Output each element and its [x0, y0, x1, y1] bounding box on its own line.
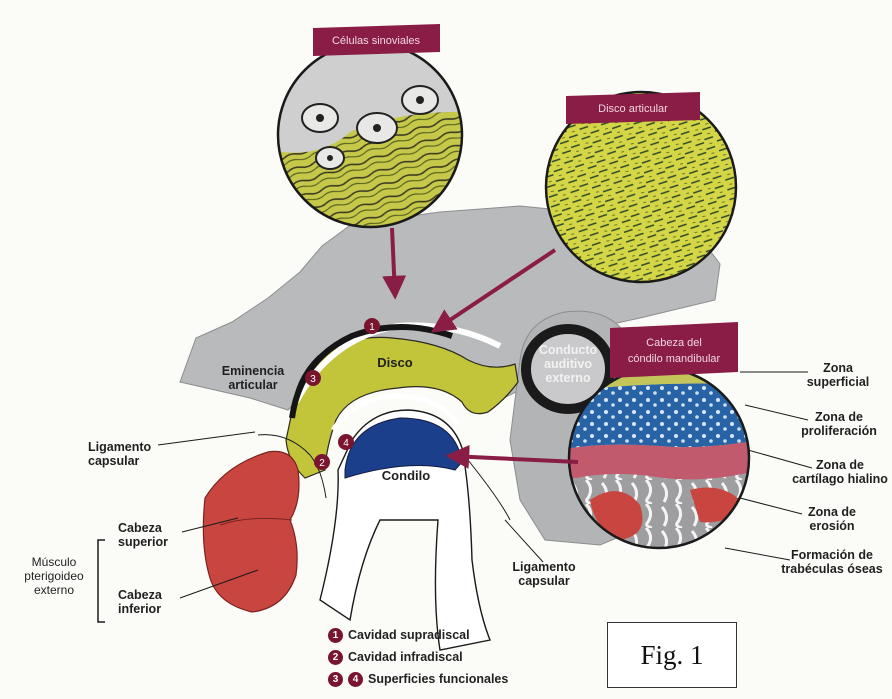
- condyle-head-banner: Cabeza del cóndilo mandibular: [610, 322, 738, 378]
- svg-text:1: 1: [369, 322, 375, 333]
- svg-text:4: 4: [343, 438, 349, 449]
- svg-text:cóndilo mandibular: cóndilo mandibular: [628, 353, 721, 365]
- svg-text:Cabeza del: Cabeza del: [646, 337, 702, 349]
- label-lower-head: Cabeza inferior: [118, 588, 178, 616]
- svg-text:3: 3: [310, 374, 316, 385]
- svg-text:2: 2: [319, 458, 325, 469]
- marker-4: 4: [338, 434, 354, 450]
- label-disc: Disco: [370, 356, 420, 370]
- label-capsular-ligament-bottom: Ligamento capsular: [502, 560, 586, 588]
- synovial-cells-banner: Células sinoviales: [313, 24, 440, 56]
- label-auditory-canal: Conducto auditivo externo: [532, 343, 604, 385]
- legend-number: 3: [328, 672, 343, 687]
- legend-number: 1: [328, 628, 343, 643]
- marker-1: 1: [364, 318, 380, 334]
- legend-number: 4: [348, 672, 363, 687]
- legend-number: 2: [328, 650, 343, 665]
- legend-text: Cavidad supradiscal: [348, 628, 470, 642]
- label-pterygoid-muscle: Músculo pterigoideo externo: [20, 555, 88, 597]
- legend-text: Superficies funcionales: [368, 672, 508, 686]
- label-zone-hyaline: Zona de cartílago hialino: [790, 458, 890, 486]
- label-zone-proliferation: Zona de proliferación: [792, 410, 886, 438]
- label-articular-eminence: Eminencia articular: [208, 364, 298, 392]
- muscle-bracket: [98, 540, 105, 622]
- figure-label: Fig. 1: [607, 622, 737, 688]
- label-zone-erosion: Zona de erosión: [796, 505, 868, 533]
- label-upper-head: Cabeza superior: [118, 521, 178, 549]
- legend-row-1: 1 Cavidad supradiscal: [328, 624, 508, 646]
- label-zone-trabecular: Formación de trabéculas óseas: [776, 548, 888, 576]
- marker-2: 2: [314, 454, 330, 470]
- pterygoid-muscle: [203, 451, 299, 612]
- legend: 1 Cavidad supradiscal 2 Cavidad infradis…: [328, 624, 508, 690]
- label-capsular-ligament-left: Ligamento capsular: [88, 440, 163, 468]
- svg-text:Células sinoviales: Células sinoviales: [332, 35, 421, 47]
- label-condyle: Condilo: [372, 469, 440, 483]
- legend-text: Cavidad infradiscal: [348, 650, 463, 664]
- label-zone-superficial: Zona superficial: [798, 361, 878, 389]
- articular-disc-banner: Disco articular: [566, 92, 700, 124]
- legend-row-2: 2 Cavidad infradiscal: [328, 646, 508, 668]
- legend-row-3: 3 4 Superficies funcionales: [328, 668, 508, 690]
- marker-3: 3: [305, 370, 321, 386]
- svg-text:Disco articular: Disco articular: [598, 103, 668, 115]
